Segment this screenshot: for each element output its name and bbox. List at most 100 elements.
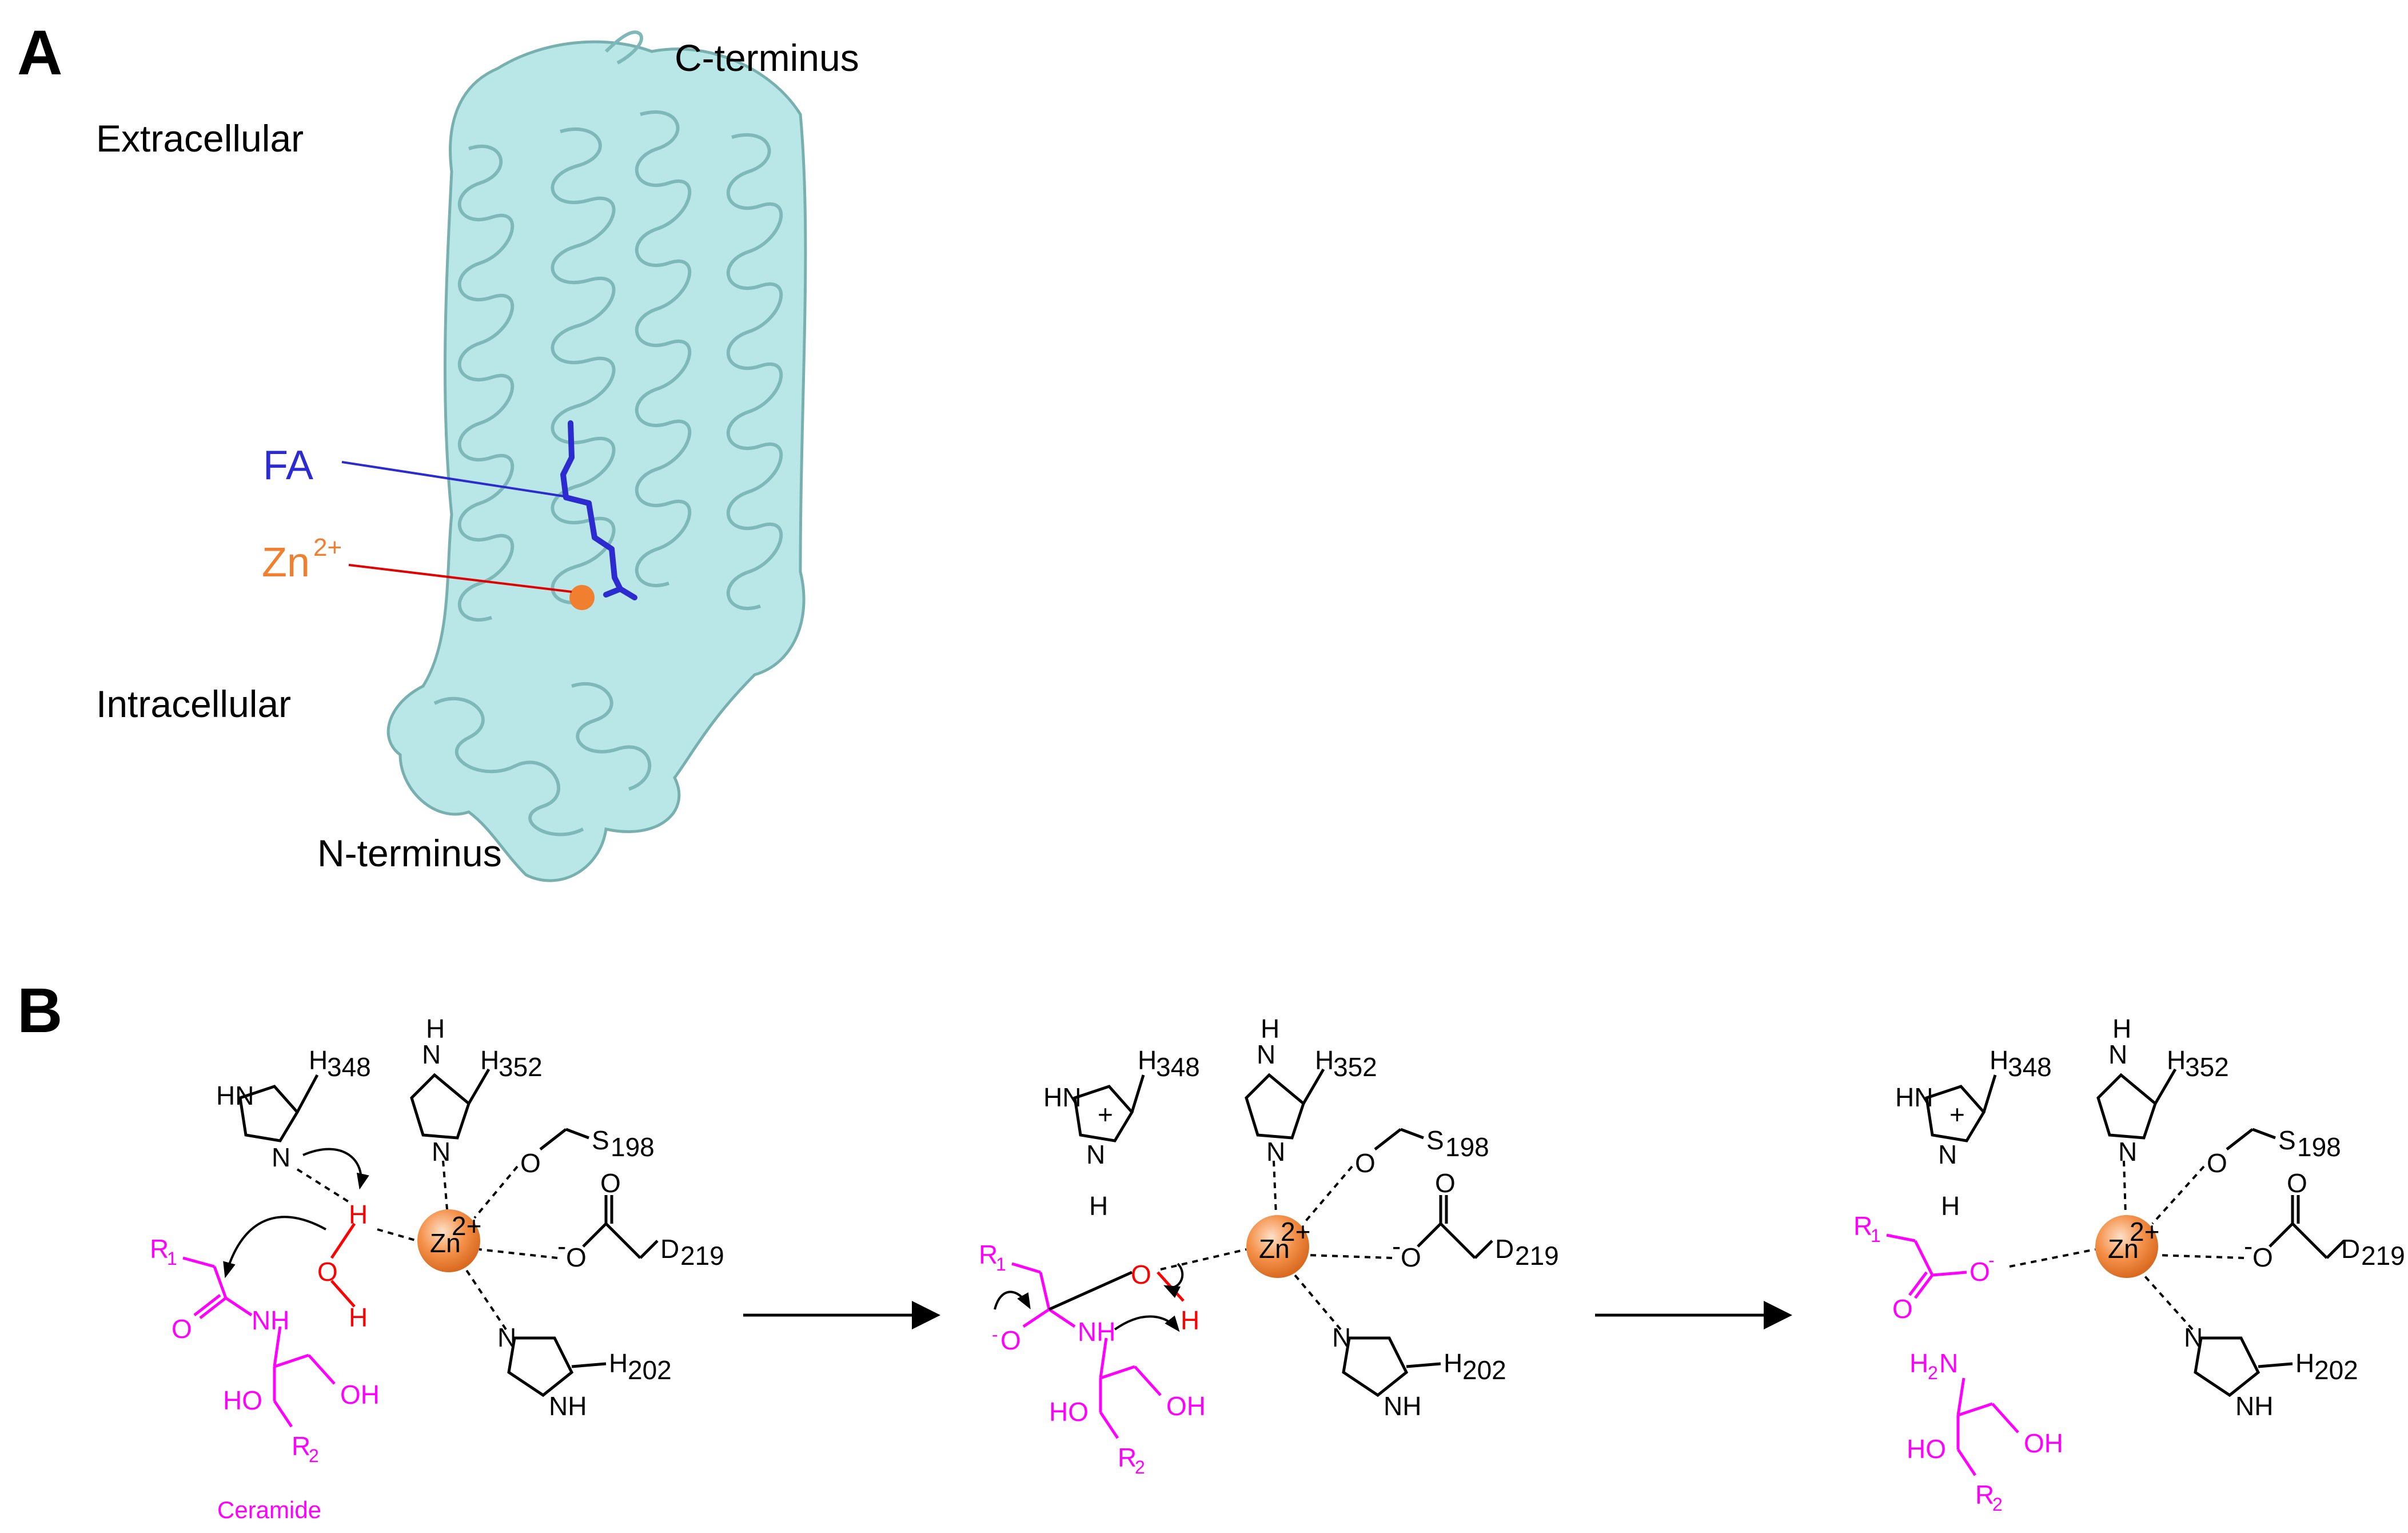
s1-water-o: O: [317, 1257, 338, 1287]
s2-s198-sub: 198: [1445, 1132, 1489, 1162]
s2-h348-h: H: [1089, 1191, 1108, 1221]
stage1-ser198: O S 198: [520, 1125, 655, 1178]
stage2-his202: N NH H 202: [1332, 1323, 1506, 1421]
extracellular-label: Extracellular: [96, 117, 304, 160]
stage1-his202: N NH H 202: [497, 1323, 672, 1421]
s1-water-h1: H: [349, 1200, 368, 1229]
s3-ho: HO: [1907, 1434, 1946, 1464]
zn-pointer-line: [348, 564, 572, 593]
s2-h202-res: H: [1444, 1348, 1462, 1378]
stage3-his202: N NH H 202: [2184, 1323, 2358, 1421]
intracellular-label: Intracellular: [96, 683, 291, 725]
panel-b: B HN N H 348 N H N H 352: [17, 975, 2405, 1523]
s2-d219-o: O: [1401, 1243, 1421, 1272]
s2-d219-sub: 219: [1515, 1241, 1559, 1271]
s3-r2-sub: 2: [1992, 1494, 2003, 1515]
s3-h348-res: H: [1990, 1045, 2008, 1075]
helix-lines: [433, 30, 783, 837]
s3-o-carbonyl: O: [1892, 1294, 1913, 1324]
s2-zn-sup: 2+: [1281, 1217, 1310, 1247]
fa-label: FA: [263, 443, 313, 488]
s3-h352-sub: 352: [2185, 1052, 2229, 1082]
stage2-arrow-nh: [1114, 1315, 1180, 1332]
s1-s198-o: O: [520, 1148, 541, 1178]
s3-h348-n: N: [1938, 1140, 1957, 1169]
s1-h352-sub: 352: [499, 1052, 543, 1082]
ceramide-label: Ceramide: [217, 1496, 321, 1523]
s1-oh: OH: [340, 1380, 380, 1409]
stage1-water: H O H: [317, 1200, 368, 1332]
zn-label-base: Zn: [262, 540, 310, 586]
s2-water-h: H: [1181, 1305, 1199, 1335]
s3-d219-sub: 219: [2361, 1241, 2405, 1271]
stage3-his348: HN + N H H 348: [1895, 1045, 2052, 1221]
s3-h352-n: N: [2118, 1137, 2137, 1166]
stage2-asp219: O O - D 219: [1392, 1168, 1559, 1272]
s3-h352-res: H: [2167, 1045, 2186, 1075]
stage3-products: R 1 O O - H 2 N OH HO R 2: [1853, 1211, 2063, 1515]
s3-zn-sup: 2+: [2130, 1217, 2159, 1247]
s1-d219-res: D: [660, 1234, 679, 1264]
stage3-coordination: [2009, 1160, 2244, 1331]
s1-r2: R: [292, 1431, 310, 1461]
s1-ho: HO: [223, 1385, 262, 1415]
s3-h202-sub: 202: [2314, 1355, 2358, 1385]
s3-h348-hn: HN: [1895, 1082, 1933, 1112]
stage-2: HN + N H H 348 N H N H 352 O S 1: [979, 1014, 1559, 1478]
s2-water-o: O: [1131, 1260, 1151, 1289]
s3-h2n-n: N: [1939, 1348, 1958, 1378]
s3-r2: R: [1975, 1480, 1994, 1510]
panel-a-letter: A: [17, 18, 62, 88]
s1-h352-res: H: [480, 1045, 499, 1075]
s3-h348-sub: 348: [2008, 1052, 2052, 1082]
s2-d219-res: D: [1495, 1234, 1514, 1264]
s1-nh: NH: [252, 1305, 289, 1335]
s3-s198-o: O: [2207, 1148, 2227, 1178]
s1-o-carbonyl: O: [172, 1314, 192, 1344]
s2-zn: Zn: [1259, 1234, 1290, 1264]
stage3-asp219: O O - D 219: [2244, 1168, 2405, 1272]
s1-d219-o-top: O: [600, 1168, 621, 1198]
panel-b-letter: B: [17, 975, 62, 1046]
stage2-intermediate: R 1 - O NH O H OH HO R 2: [979, 1240, 1206, 1478]
s3-h202-n: N: [2184, 1323, 2203, 1352]
s3-h2n-sub: 2: [1928, 1363, 1938, 1383]
s2-h348-sub: 348: [1156, 1052, 1200, 1082]
s1-zn: Zn: [430, 1228, 461, 1258]
s1-r1-sub: 1: [167, 1248, 177, 1269]
s1-r2-sub: 2: [309, 1446, 319, 1466]
stage1-asp219: O O - D 219: [557, 1168, 724, 1272]
fa-pointer-line: [341, 461, 572, 499]
zn-label-sup: 2+: [313, 533, 342, 562]
s1-h352-h-top: H: [426, 1014, 445, 1044]
s2-h348-res: H: [1138, 1045, 1157, 1075]
stage1-arrow-oh: [223, 1216, 326, 1279]
stage-3: HN + N H H 348 N H N H 352 O S 1: [1853, 1014, 2405, 1515]
s3-h352-h-top: H: [2112, 1014, 2131, 1044]
s1-zn-sup: 2+: [452, 1211, 481, 1241]
s1-h348-n: N: [272, 1142, 290, 1172]
stage2-arrow-zn: [1163, 1263, 1184, 1299]
s1-h202-res: H: [609, 1348, 628, 1378]
s2-r2-sub: 2: [1135, 1457, 1145, 1478]
s1-water-h2: H: [349, 1303, 368, 1332]
s3-h348-plus: +: [1949, 1100, 1965, 1129]
s3-oh: OH: [2024, 1428, 2063, 1458]
stage1-ceramide: R 1 O NH OH HO R 2 Ceramide: [150, 1234, 380, 1523]
s1-d219-o: O: [566, 1243, 587, 1272]
stage3-his352: N H N H 352: [2096, 1014, 2229, 1166]
protein-body: [386, 40, 807, 882]
s1-h352-n-top: N: [422, 1040, 441, 1069]
s3-d219-res: D: [2341, 1234, 2360, 1264]
s2-h348-plus: +: [1098, 1100, 1113, 1129]
zn-ion: [569, 585, 595, 610]
s2-r2: R: [1118, 1443, 1137, 1472]
s1-d219-minus: -: [557, 1231, 566, 1261]
s2-h348-hn: HN: [1043, 1082, 1081, 1112]
s1-h348-res: H: [309, 1045, 328, 1075]
s2-o: O: [1000, 1325, 1021, 1355]
stage2-ser198: O S 198: [1355, 1125, 1489, 1178]
s2-h352-sub: 352: [1333, 1052, 1377, 1082]
s1-s198-sub: 198: [611, 1132, 655, 1162]
s1-d219-sub: 219: [680, 1241, 724, 1271]
